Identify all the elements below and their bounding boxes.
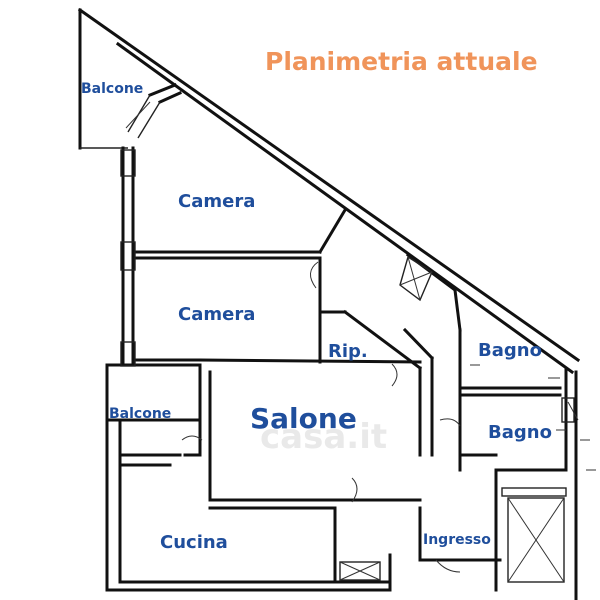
outer-walls <box>77 7 581 600</box>
elevator-box <box>501 487 567 583</box>
room-label-bagno-2: Bagno <box>488 422 552 443</box>
room-label-balcone-top: Balcone <box>81 81 143 97</box>
watermark-logo: casa.it <box>260 417 387 457</box>
room-label-balcone-left: Balcone <box>109 406 171 422</box>
shaft-box-upper <box>399 255 433 302</box>
cucina-box <box>339 561 381 581</box>
room-label-camera-2: Camera <box>178 304 255 325</box>
room-label-ingresso: Ingresso <box>423 532 491 548</box>
interior-walls <box>105 83 562 592</box>
plan-details <box>120 101 596 583</box>
room-label-camera-1: Camera <box>178 191 255 212</box>
room-label-salone: Salone <box>250 402 357 435</box>
room-label-rip: Rip. <box>328 341 368 362</box>
room-label-bagno-1: Bagno <box>478 340 542 361</box>
room-label-cucina: Cucina <box>160 532 228 553</box>
plan-title: Planimetria attuale <box>265 47 538 76</box>
